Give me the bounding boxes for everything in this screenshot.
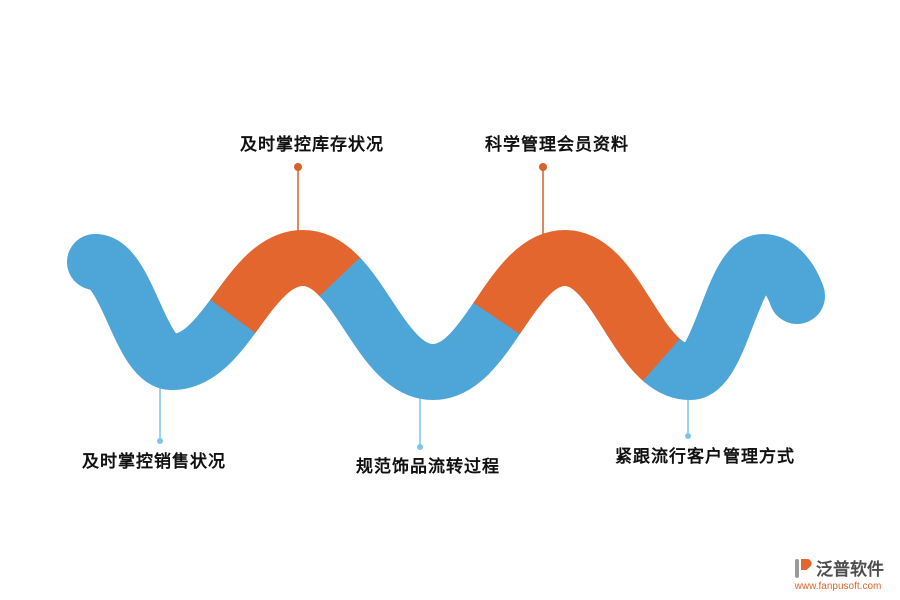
logo-url: www.fanpusoft.com [794, 581, 882, 592]
label-customers: 紧跟流行客户管理方式 [615, 447, 795, 466]
wave-segment-1-blue [85, 229, 824, 401]
label-sales: 及时掌控销售状况 [82, 452, 226, 471]
leader-dot-inventory [294, 163, 302, 171]
label-inventory: 及时掌控库存状况 [240, 135, 384, 154]
leader-dot-customers [685, 433, 691, 439]
label-members: 科学管理会员资料 [485, 135, 629, 154]
leader-dot-members [539, 163, 547, 171]
logo: 泛普软件 www.fanpusoft.com [792, 555, 884, 592]
wave-endcap [769, 268, 825, 324]
wave-segment-3-blue [85, 229, 824, 401]
leader-dot-sales [157, 438, 163, 444]
wave-ribbon [67, 229, 825, 401]
leader-dot-circulation [417, 444, 423, 450]
logo-name: 泛普软件 [816, 560, 884, 579]
logo-icon [792, 557, 812, 579]
wave-segment-5-blue [85, 229, 824, 401]
wave-endcap [67, 234, 123, 290]
label-circulation: 规范饰品流转过程 [356, 457, 500, 476]
